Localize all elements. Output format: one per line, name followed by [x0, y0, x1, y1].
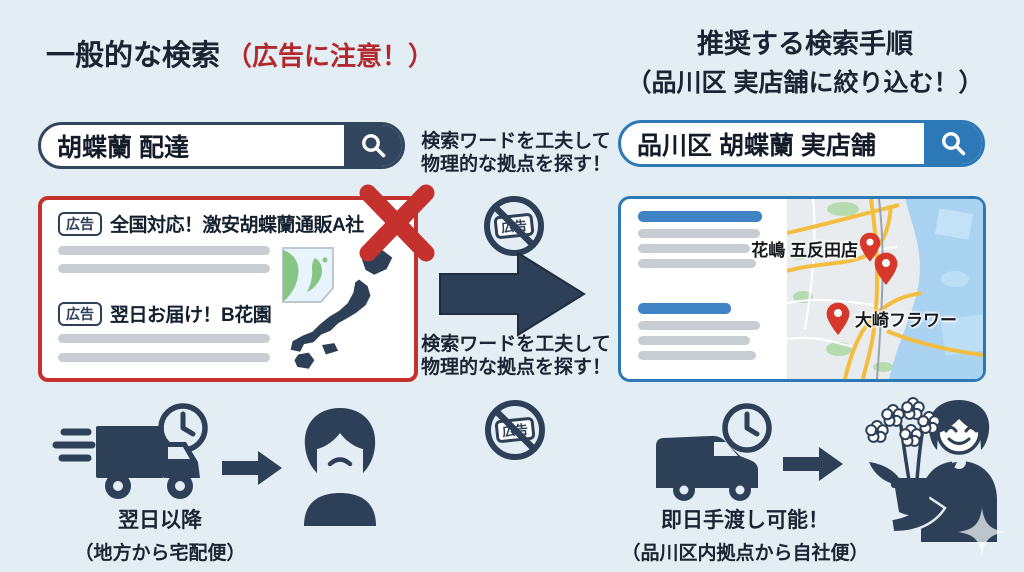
right-search-button[interactable] — [924, 123, 982, 164]
ad-result-title: 翌日お届け！B花園 — [110, 305, 272, 326]
ad-result-title: 全国対応！激安胡蝶蘭通販A社 — [110, 215, 364, 236]
result-skeleton-line — [58, 334, 270, 343]
flow-arrow-right-small — [783, 447, 843, 481]
right-search-bar[interactable]: 品川区 胡蝶蘭 実店舗 — [618, 120, 985, 167]
map-store-label-1: 花嶋 五反田店 — [751, 241, 858, 260]
ad-result-row-2: 広告 翌日お届け！B花園 — [58, 300, 272, 327]
sad-customer-icon — [304, 408, 376, 526]
city-map-image — [787, 199, 983, 379]
result-skeleton-line — [638, 351, 756, 360]
right-results-card — [618, 196, 986, 382]
right-section-title: 推奨する検索手順 （品川区 実店舗に絞り込む！） — [600, 22, 1010, 99]
ad-result-row-1: 広告 全国対応！激安胡蝶蘭通販A社 — [58, 210, 364, 237]
search-icon — [361, 134, 385, 158]
result-skeleton-line — [58, 264, 270, 273]
result-skeleton-line — [58, 353, 270, 362]
result-title-skeleton — [638, 211, 762, 222]
delivery-van-clock-icon — [656, 403, 772, 501]
asia-inset-map-icon — [282, 247, 334, 303]
delivery-truck-clock-icon — [52, 403, 208, 499]
hint-text-top: 検索ワードを工夫して 物理的な拠点を探す！ — [420, 131, 611, 175]
flow-arrow-left-small — [222, 451, 282, 485]
left-search-button[interactable] — [344, 125, 402, 166]
store-map — [787, 199, 983, 379]
map-pin-icon — [826, 232, 898, 335]
no-ads-sign-bottom: 広告 — [485, 400, 545, 460]
sparkle-icon — [958, 508, 1006, 556]
left-title-text: 一般的な検索 — [46, 40, 221, 72]
ad-badge: 広告 — [58, 211, 102, 236]
hint-text-bottom: 検索ワードを工夫して 物理的な拠点を探す！ — [420, 334, 611, 378]
result-skeleton-line — [638, 321, 760, 330]
left-delivery-caption: 翌日以降 （地方から宅配便） — [74, 509, 246, 564]
rejection-x-icon — [359, 184, 435, 262]
left-search-input[interactable]: 胡蝶蘭 配達 — [57, 133, 189, 162]
right-search-input[interactable]: 品川区 胡蝶蘭 実店舗 — [637, 131, 876, 160]
left-results-card: 広告 全国対応！激安胡蝶蘭通販A社 広告 翌日お届け！B花園 — [38, 184, 435, 382]
right-title-line1: 推奨する検索手順 — [697, 29, 913, 59]
result-title-skeleton — [638, 303, 731, 314]
left-section-title: 一般的な検索（広告に注意！） — [46, 32, 434, 74]
result-skeleton-line — [638, 244, 750, 253]
result-skeleton-line — [638, 259, 756, 268]
right-title-line2: （品川区 実店舗に絞り込む！） — [626, 69, 984, 97]
japan-map-icon — [290, 248, 393, 369]
result-skeleton-line — [638, 229, 760, 238]
left-title-warning: （広告に注意！） — [226, 41, 435, 71]
search-icon — [941, 132, 965, 156]
flow-arrow-main — [439, 251, 586, 337]
result-skeleton-line — [58, 246, 270, 255]
map-store-label-2: 大崎フラワー — [855, 311, 957, 330]
right-delivery-caption: 即日手渡し可能！ （品川区内拠点から自社便） — [621, 509, 869, 564]
ad-badge: 広告 — [58, 301, 102, 326]
left-search-bar[interactable]: 胡蝶蘭 配達 — [38, 122, 405, 169]
no-ads-sign-top: 広告 — [484, 196, 544, 256]
result-skeleton-line — [638, 336, 750, 345]
